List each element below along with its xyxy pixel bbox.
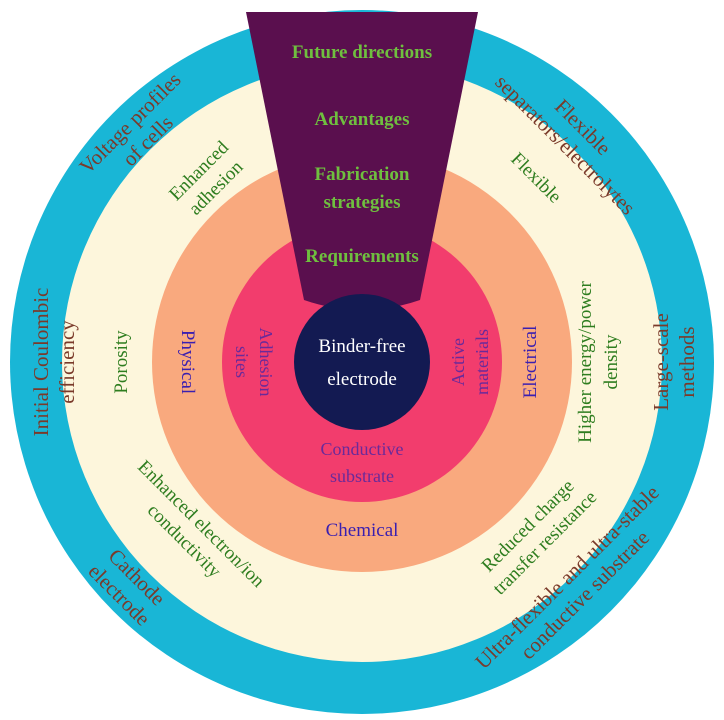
adhesion-sites-line2: sites	[232, 346, 252, 378]
wedge-requirements: Requirements	[305, 246, 419, 267]
chemical-label: Chemical	[326, 520, 399, 541]
wedge	[246, 12, 478, 310]
large-scale-line1: Large-scale	[649, 313, 673, 411]
wedge-advantages: Advantages	[314, 109, 409, 130]
wedge-fabrication-line2: strategies	[323, 192, 400, 213]
core-label-line2: electrode	[327, 369, 397, 390]
higher-energy-line2: density	[601, 334, 622, 389]
initial-coulombic-line2: efficiency	[55, 320, 79, 404]
higher-energy-line1: Higher energy/power	[575, 281, 596, 443]
wedge-future-directions: Future directions	[292, 42, 432, 63]
conductive-substrate-line1: Conductive	[321, 439, 404, 459]
initial-coulombic-line1: Initial Coulombic	[29, 288, 53, 437]
adhesion-sites-line1: Adhesion	[256, 328, 276, 397]
core	[294, 294, 430, 430]
active-materials-line1: Active	[448, 338, 468, 386]
active-materials-line2: materials	[472, 329, 492, 395]
wedge-fabrication-line1: Fabrication	[315, 164, 410, 185]
conductive-substrate-line2: substrate	[330, 466, 394, 486]
porosity-label: Porosity	[111, 330, 132, 394]
physical-label: Physical	[177, 330, 198, 394]
core-label-line1: Binder-free	[318, 336, 405, 357]
large-scale-line2: methods	[675, 326, 699, 397]
electrical-label: Electrical	[520, 326, 541, 399]
